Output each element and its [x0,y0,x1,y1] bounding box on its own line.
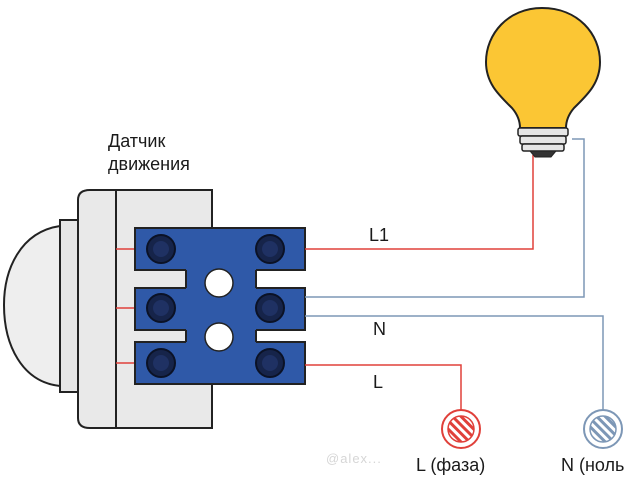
sensor-title-line2: движения [108,154,190,174]
wire-l1 [305,155,534,250]
terminal-screw [146,234,176,264]
wire-label-n: N [373,319,386,339]
neutral-terminal-label: N (ноль [561,455,625,475]
sensor-title: Датчик движения [108,130,190,176]
phase-terminal-label: L (фаза) [416,455,486,475]
terminal-block [134,227,306,385]
terminal-screw [255,293,285,323]
sensor-title-line1: Датчик [108,131,166,151]
neutral-terminal-icon [583,409,623,449]
terminal-screw [255,348,285,378]
watermark: @alex... [326,451,382,466]
sensor-dome [2,224,61,388]
light-bulb-icon [484,6,602,158]
terminal-screw [146,348,176,378]
terminal-screw [255,234,285,264]
wire-n [305,315,604,410]
wire-neutral-lamp [305,138,585,298]
separator-hole [204,322,234,352]
wire-label-l1: L1 [369,225,390,245]
wire-l [305,364,462,410]
wire-label-l: L [373,372,384,392]
phase-terminal-icon [441,409,481,449]
separator-hole [204,268,234,298]
terminal-screw [146,293,176,323]
